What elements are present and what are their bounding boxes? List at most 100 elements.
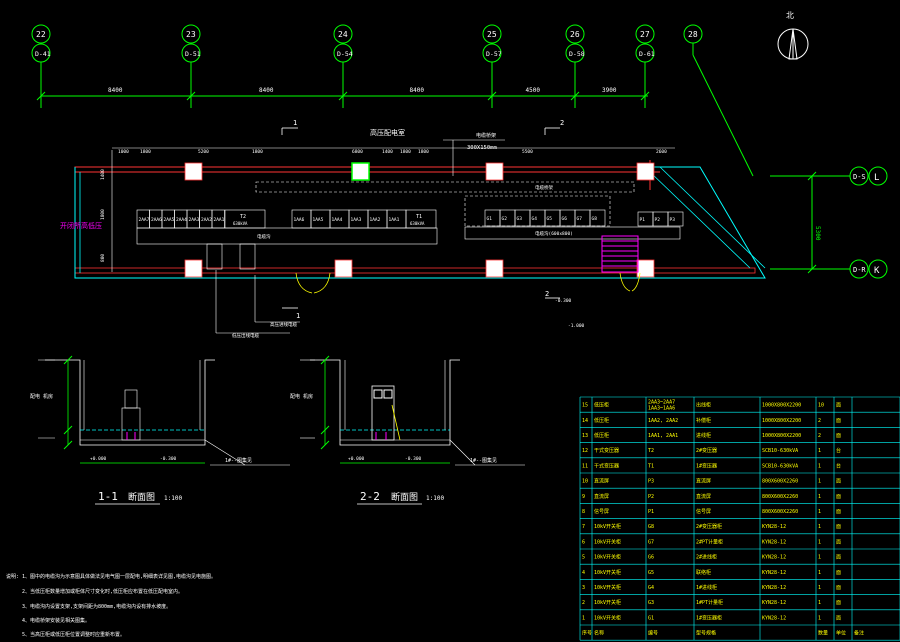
table-cell: 1AA2, 2AA2 — [648, 418, 678, 424]
table-cell: KYN28-12 — [762, 615, 786, 621]
cable-size: 300X150mm — [467, 145, 497, 151]
table-cell: 10 — [582, 479, 588, 485]
axis-number: 25 — [487, 30, 497, 39]
dc-panel — [667, 211, 684, 227]
table-cell: 1 — [818, 615, 821, 621]
lv-panel-label: 1AA3 — [351, 217, 362, 223]
row-axis-sub-1: D-S — [853, 173, 866, 181]
s2-dim-1: +0.000 — [348, 456, 365, 462]
s1-dim-1: +0.000 — [90, 456, 107, 462]
room-title: 高压配电室 — [370, 128, 405, 137]
t2-name: T2 — [240, 214, 246, 220]
lv-panel-label: 1AA5 — [313, 217, 324, 223]
table-cell: 信号屏 — [696, 508, 711, 515]
table-cell: G7 — [648, 539, 654, 545]
axis-line — [692, 54, 754, 177]
hv-panel-label: G5 — [547, 216, 553, 222]
table-cell: 1 — [818, 585, 821, 591]
table-cell: 11 — [582, 463, 588, 469]
table-cell: 1000X800X2200 — [762, 418, 801, 424]
upper-dimension: 1800 — [252, 149, 263, 155]
table-cell: 面 — [836, 585, 841, 591]
upper-dimension: 5200 — [198, 149, 209, 155]
s2-note: 1#--图集见 — [470, 457, 497, 464]
table-cell: 台 — [836, 462, 841, 469]
hv-panel-label: G8 — [592, 216, 598, 222]
doors — [295, 272, 641, 294]
table-cell: KYN28-12 — [762, 524, 786, 530]
section-mark-1-bottom: 1 — [296, 312, 300, 320]
upper-dimension: 1800 — [400, 149, 411, 155]
table-footer-cell: 型号规格 — [696, 630, 716, 637]
table-cell: 14 — [582, 418, 588, 424]
top-dimension: 8400 — [108, 87, 123, 94]
table-cell: 800X600X2260 — [762, 509, 798, 515]
axis-bubble-top — [31, 24, 51, 44]
table-cell: 1 — [818, 600, 821, 606]
upper-dimension: 1800 — [418, 149, 429, 155]
axis-bubble-top — [333, 24, 353, 44]
table-cell: 进线柜 — [696, 432, 711, 439]
top-dimension: 3900 — [602, 87, 617, 94]
table-cell: 5 — [582, 555, 585, 561]
lv-panel-label: 2AA3 — [189, 217, 200, 223]
table-cell: 10kV开关柜 — [594, 614, 621, 621]
table-cell: 干式变压器 — [594, 447, 619, 454]
table-footer-cell: 数量 — [818, 630, 828, 637]
table-cell: 1#变压器柜 — [696, 614, 722, 621]
hv-panel-label: G4 — [532, 216, 538, 222]
lv-panel-label: 2AA2 — [201, 217, 212, 223]
s1-dim-2: -0.300 — [160, 456, 177, 462]
top-trench-label: 电缆桥架 — [535, 184, 553, 191]
table-cell: 10kV开关柜 — [594, 569, 621, 576]
table-cell: KYN28-12 — [762, 585, 786, 591]
table-cell: 联络柜 — [696, 569, 711, 576]
axis-number: 23 — [186, 30, 196, 39]
s1-left-text: 配电 机房 — [30, 393, 53, 400]
section-2-2: 配电 机房 +0.000 -0.300 1#--图集见 2-2 断面图 1:10… — [290, 355, 525, 505]
table-cell: 2#变压器柜 — [696, 523, 722, 530]
table-footer-cell: 名称 — [594, 630, 604, 637]
axis-bubble-top — [482, 24, 502, 44]
table-cell: SCB10-630kVA — [762, 448, 798, 454]
table-cell: 2 — [582, 600, 585, 606]
row-dimension: 5300 — [814, 226, 821, 241]
t2-sub: 630kVA — [233, 221, 248, 226]
north-label: 北 — [786, 11, 794, 20]
exit-label-1: 低压出线电缆 — [232, 332, 259, 339]
table-cell: 面 — [836, 418, 841, 424]
table-cell: 直流屏 — [594, 478, 609, 485]
table-cell: 2#进线柜 — [696, 554, 717, 561]
dc-panel-label: P3 — [670, 217, 676, 223]
hv-panel-label: G1 — [487, 216, 493, 222]
upper-dimension: 1800 — [140, 149, 151, 155]
axis-number: 28 — [688, 30, 698, 39]
row-axis-group: 5300 D-S L D-R K — [770, 166, 888, 279]
table-cell: 12 — [582, 448, 588, 454]
axis-bubble-top — [565, 24, 585, 44]
hv-panel-label: G3 — [517, 216, 523, 222]
lv-panel-label: 2AA5 — [164, 217, 175, 223]
table-cell: 面 — [836, 615, 841, 621]
s2-sub: 断面图 — [391, 491, 418, 503]
left-dimension: 1800 — [100, 209, 106, 220]
table-cell: 9 — [582, 494, 585, 500]
axis-bubble-top — [635, 24, 655, 44]
t1-name: T1 — [416, 214, 422, 220]
lv-panel-label: 2AA7 — [139, 217, 150, 223]
lv-panel-label: 2AA1 — [214, 217, 225, 223]
s1-title: 1-1 — [98, 490, 118, 503]
table-cell: 15 — [582, 403, 588, 409]
axis-sub: D-51 — [185, 50, 201, 58]
table-cell: 800X600X2260 — [762, 479, 798, 485]
axis-sub: D-61 — [639, 50, 655, 58]
table-cell: T1 — [648, 463, 654, 469]
hv-panel-label: G6 — [562, 216, 568, 222]
table-cell: 出线柜 — [696, 402, 711, 409]
table-cell: 1 — [818, 494, 821, 500]
